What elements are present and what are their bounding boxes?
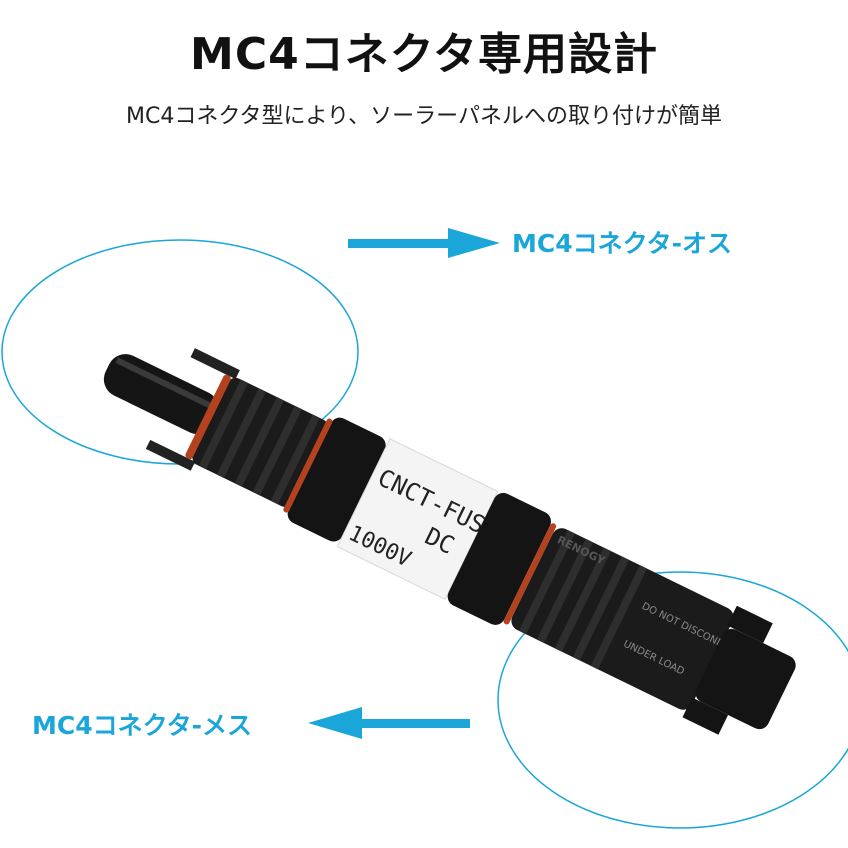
male-connector-label: MC4コネクタ-オス xyxy=(512,229,732,258)
male-oring xyxy=(185,374,231,459)
arrow-right-icon xyxy=(348,228,500,258)
page-title: MC4コネクタ専用設計 xyxy=(190,29,658,80)
page-subtitle: MC4コネクタ型により、ソーラーパネルへの取り付けが簡単 xyxy=(126,104,722,129)
male-nut xyxy=(287,417,386,542)
female-nut xyxy=(447,492,551,625)
male-pin xyxy=(103,354,219,435)
arrow-left-icon xyxy=(308,707,470,739)
fuse-connector: CNCT-FUSE DC 1000V RENOGY DO NOT DISCONN… xyxy=(103,348,796,735)
female-end xyxy=(695,628,796,730)
female-connector-label: MC4コネクタ-メス xyxy=(32,711,252,740)
female-highlight-circle xyxy=(497,571,848,829)
male-clip-bottom xyxy=(145,439,196,471)
male-clip-top xyxy=(190,348,240,380)
